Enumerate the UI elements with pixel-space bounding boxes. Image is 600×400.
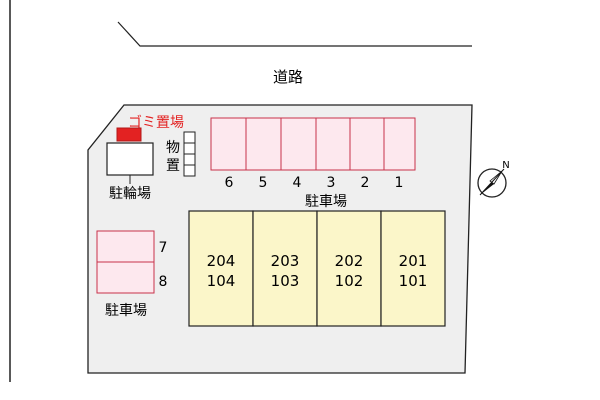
road-label: 道路 (273, 68, 303, 86)
unit-lower-104: 104 (207, 272, 236, 290)
parking-number-4: 4 (293, 175, 302, 191)
parking-space-2 (349, 117, 385, 171)
storage-label-2: 置 (166, 158, 180, 174)
unit-lower-103: 103 (271, 272, 300, 290)
unit-upper-204: 204 (207, 252, 236, 270)
unit-lower-102: 102 (335, 272, 364, 290)
bicycle-parking-label: 駐輪場 (109, 185, 151, 202)
garbage-label: ゴミ置場 (128, 114, 184, 131)
parking-space-3 (315, 117, 351, 171)
parking-number-5: 5 (259, 175, 268, 191)
parking-top-spaces (210, 117, 416, 171)
unit-upper-203: 203 (271, 252, 300, 270)
parking-space-7 (96, 230, 155, 263)
unit-201-101 (380, 210, 446, 327)
parking-space-5 (245, 117, 282, 171)
unit-202-102 (316, 210, 382, 327)
unit-numbers: 204 104 203 103 202 102 201 101 (207, 252, 428, 290)
unit-203-103 (252, 210, 318, 327)
building (188, 210, 446, 327)
parking-number-8: 8 (159, 274, 168, 290)
parking-top-label: 駐車場 (305, 193, 347, 210)
unit-upper-202: 202 (335, 252, 364, 270)
unit-upper-201: 201 (399, 252, 428, 270)
parking-number-6: 6 (225, 175, 234, 191)
parking-number-2: 2 (361, 175, 370, 191)
garbage-area (116, 127, 142, 142)
storage-units (183, 131, 196, 177)
parking-number-1: 1 (395, 175, 404, 191)
compass-icon (477, 168, 507, 198)
parking-top-numbers: 6 5 4 3 2 1 (225, 175, 404, 191)
unit-204-104 (188, 210, 254, 327)
parking-space-1 (383, 117, 416, 171)
storage-label-1: 物 (166, 140, 180, 156)
unit-lower-101: 101 (399, 272, 428, 290)
parking-number-7: 7 (159, 240, 168, 256)
parking-space-8 (96, 261, 155, 294)
parking-left-label: 駐車場 (105, 302, 147, 319)
compass-north-label: N (502, 160, 509, 171)
parking-space-4 (280, 117, 317, 171)
parking-number-3: 3 (327, 175, 336, 191)
road-edge-line (117, 21, 472, 47)
parking-space-6 (210, 117, 247, 171)
bicycle-parking-area (106, 142, 154, 176)
